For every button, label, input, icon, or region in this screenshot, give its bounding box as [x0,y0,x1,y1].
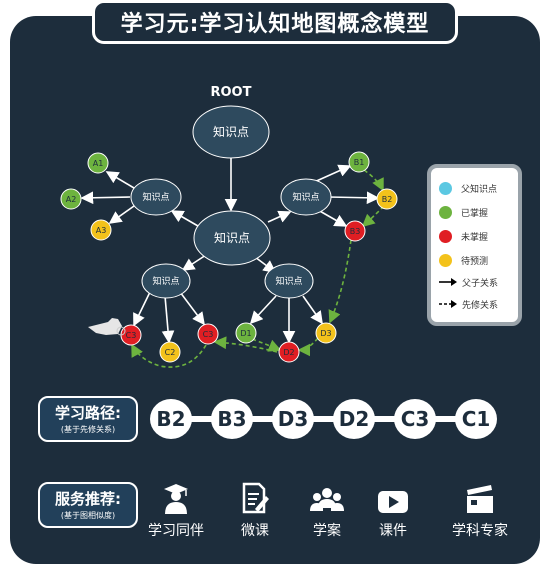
graduate-icon [164,484,188,514]
service-learning-peer[interactable]: 学习同伴 [136,482,216,540]
path-step: D3 [272,399,314,439]
path-connector [160,416,490,422]
node-right-bottom: 知识点 [264,263,314,299]
path-step: C1 [455,399,497,439]
path-step: B2 [150,399,192,439]
node-c2: C2 [159,341,181,363]
service-subject-expert[interactable]: 学科专家 [440,482,520,540]
node-a3: A3 [90,219,112,241]
node-root: 知识点 [192,105,270,159]
pointing-hand-icon [88,318,126,336]
svg-text:C2: C2 [165,348,176,357]
learning-path: B2 B3 D3 D2 C3 C1 [150,394,500,444]
node-b2: B2 [376,188,398,210]
service-courseware[interactable]: 课件 [353,482,433,540]
service-section-label: 服务推荐: (基于图相似度) [38,482,138,528]
svg-text:B3: B3 [350,227,361,236]
svg-text:D2: D2 [283,348,294,357]
document-edit-icon [242,482,269,514]
cyan-dot-icon [439,181,452,195]
legend-item-parent-child: 父子关系 [439,274,498,290]
svg-text:知识点: 知识点 [275,275,302,287]
path-step: C3 [394,399,436,439]
node-b1: B1 [348,151,370,173]
svg-text:A2: A2 [66,195,77,204]
svg-text:C3: C3 [203,330,214,339]
node-left-top: 知识点 [130,178,182,216]
legend-item-mastered: 已掌握 [439,204,488,220]
parent-child-edges [80,158,380,344]
legend-item-predicted: 待预测 [439,252,488,268]
svg-text:知识点: 知识点 [292,191,319,203]
svg-text:D1: D1 [240,329,251,338]
svg-text:知识点: 知识点 [214,231,250,245]
svg-text:知识点: 知识点 [142,191,169,203]
title-banner: 学习元:学习认知地图概念模型 [92,0,458,44]
node-right-top: 知识点 [280,178,332,216]
node-d3: D3 [315,322,337,344]
node-left-bottom: 知识点 [141,263,191,299]
node-d2: D2 [278,341,300,363]
root-label: ROOT [211,85,252,100]
node-d1: D1 [235,322,257,344]
solid-arrow-icon [439,278,457,286]
node-center: 知识点 [193,210,271,266]
group-icon [310,488,344,511]
prerequisite-edges [131,169,385,368]
legend-item-parent: 父知识点 [439,180,497,196]
path-step: B3 [211,399,253,439]
node-b3: B3 [344,220,366,242]
svg-text:C3: C3 [126,331,137,340]
svg-text:A1: A1 [93,159,104,168]
svg-text:B1: B1 [354,158,365,167]
yellow-dot-icon [439,253,452,267]
svg-text:B2: B2 [382,195,393,204]
red-dot-icon [439,229,452,243]
legend-item-unmastered: 未掌握 [439,228,488,244]
svg-text:知识点: 知识点 [152,275,179,287]
svg-text:D3: D3 [320,329,331,338]
svg-text:A3: A3 [96,226,107,235]
service-study-plan[interactable]: 学案 [287,482,367,540]
svg-text:知识点: 知识点 [213,125,249,139]
play-video-icon [378,491,408,513]
page-title: 学习元:学习认知地图概念模型 [120,12,430,37]
path-section-label: 学习路径: (基于先修关系) [38,396,138,442]
node-a1: A1 [87,152,109,174]
service-micro-lesson[interactable]: 微课 [215,482,295,540]
path-step: D2 [333,399,375,439]
dashed-arrow-icon [439,300,457,308]
legend-box: 父知识点 已掌握 未掌握 待预测 父子关系 先修关系 [427,164,522,326]
green-dot-icon [439,205,452,219]
node-c3-right: C3 [197,323,219,345]
clapperboard-icon [467,485,493,513]
legend-item-prerequisite: 先修关系 [439,296,498,312]
node-a2: A2 [60,188,82,210]
